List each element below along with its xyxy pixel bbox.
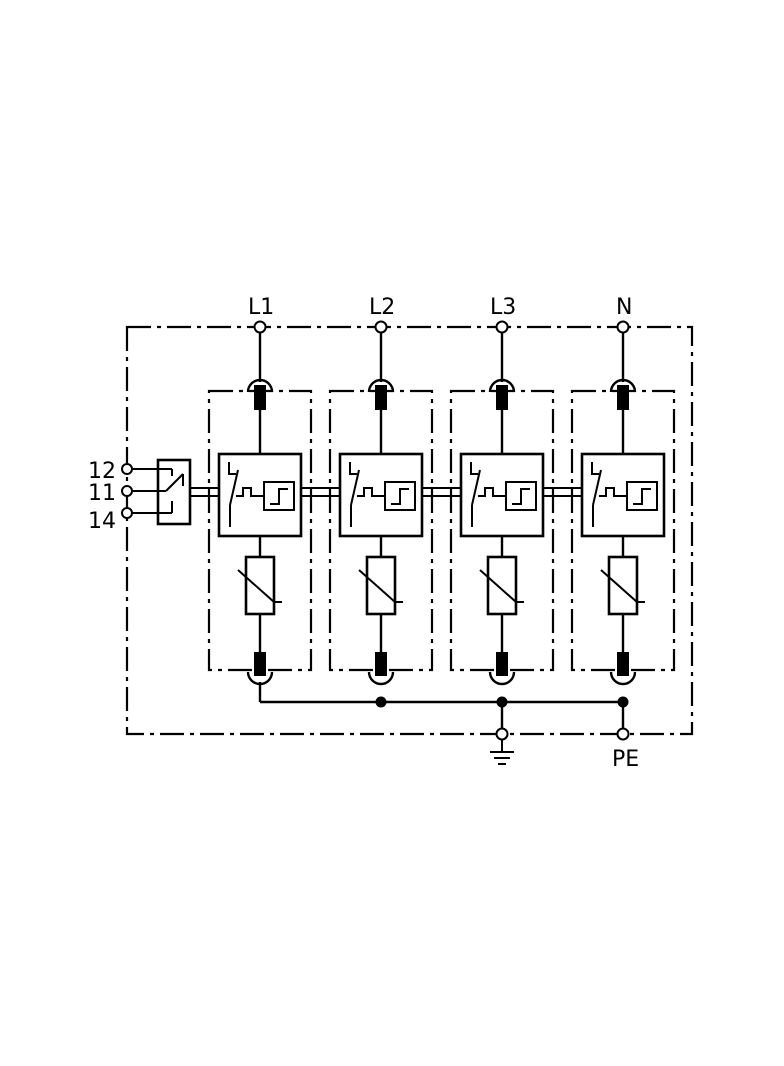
module-l1: L1 [207, 295, 340, 686]
contact-terminal-11 [121, 485, 133, 497]
phase-terminal-l2 [374, 320, 388, 334]
phase-label-l1: L1 [248, 295, 274, 320]
phase-terminal-n [616, 320, 630, 334]
earth-terminal [495, 727, 509, 741]
earth-ground-icon [490, 740, 514, 765]
module-l2: L2 [328, 295, 461, 686]
phase-terminal-l1 [253, 320, 267, 334]
outer-enclosure [125, 325, 694, 736]
contact-label-12: 12 [88, 459, 116, 484]
phase-label-l2: L2 [369, 295, 395, 320]
phase-label-l3: L3 [490, 295, 516, 320]
contact-terminal-12 [121, 463, 133, 475]
remote-contact-block [127, 458, 220, 526]
module-n: N [570, 295, 676, 686]
phase-terminal-l3 [495, 320, 509, 334]
protection-modules: L1 L2 L3 N [207, 295, 676, 686]
contact-label-14: 14 [88, 509, 116, 534]
pe-terminal [616, 727, 630, 741]
contact-terminal-14 [121, 507, 133, 519]
contact-label-11: 11 [88, 481, 116, 506]
phase-label-n: N [616, 295, 632, 320]
pe-label: PE [612, 747, 639, 772]
bottom-bus [258, 682, 629, 729]
module-l3: L3 [449, 295, 582, 686]
